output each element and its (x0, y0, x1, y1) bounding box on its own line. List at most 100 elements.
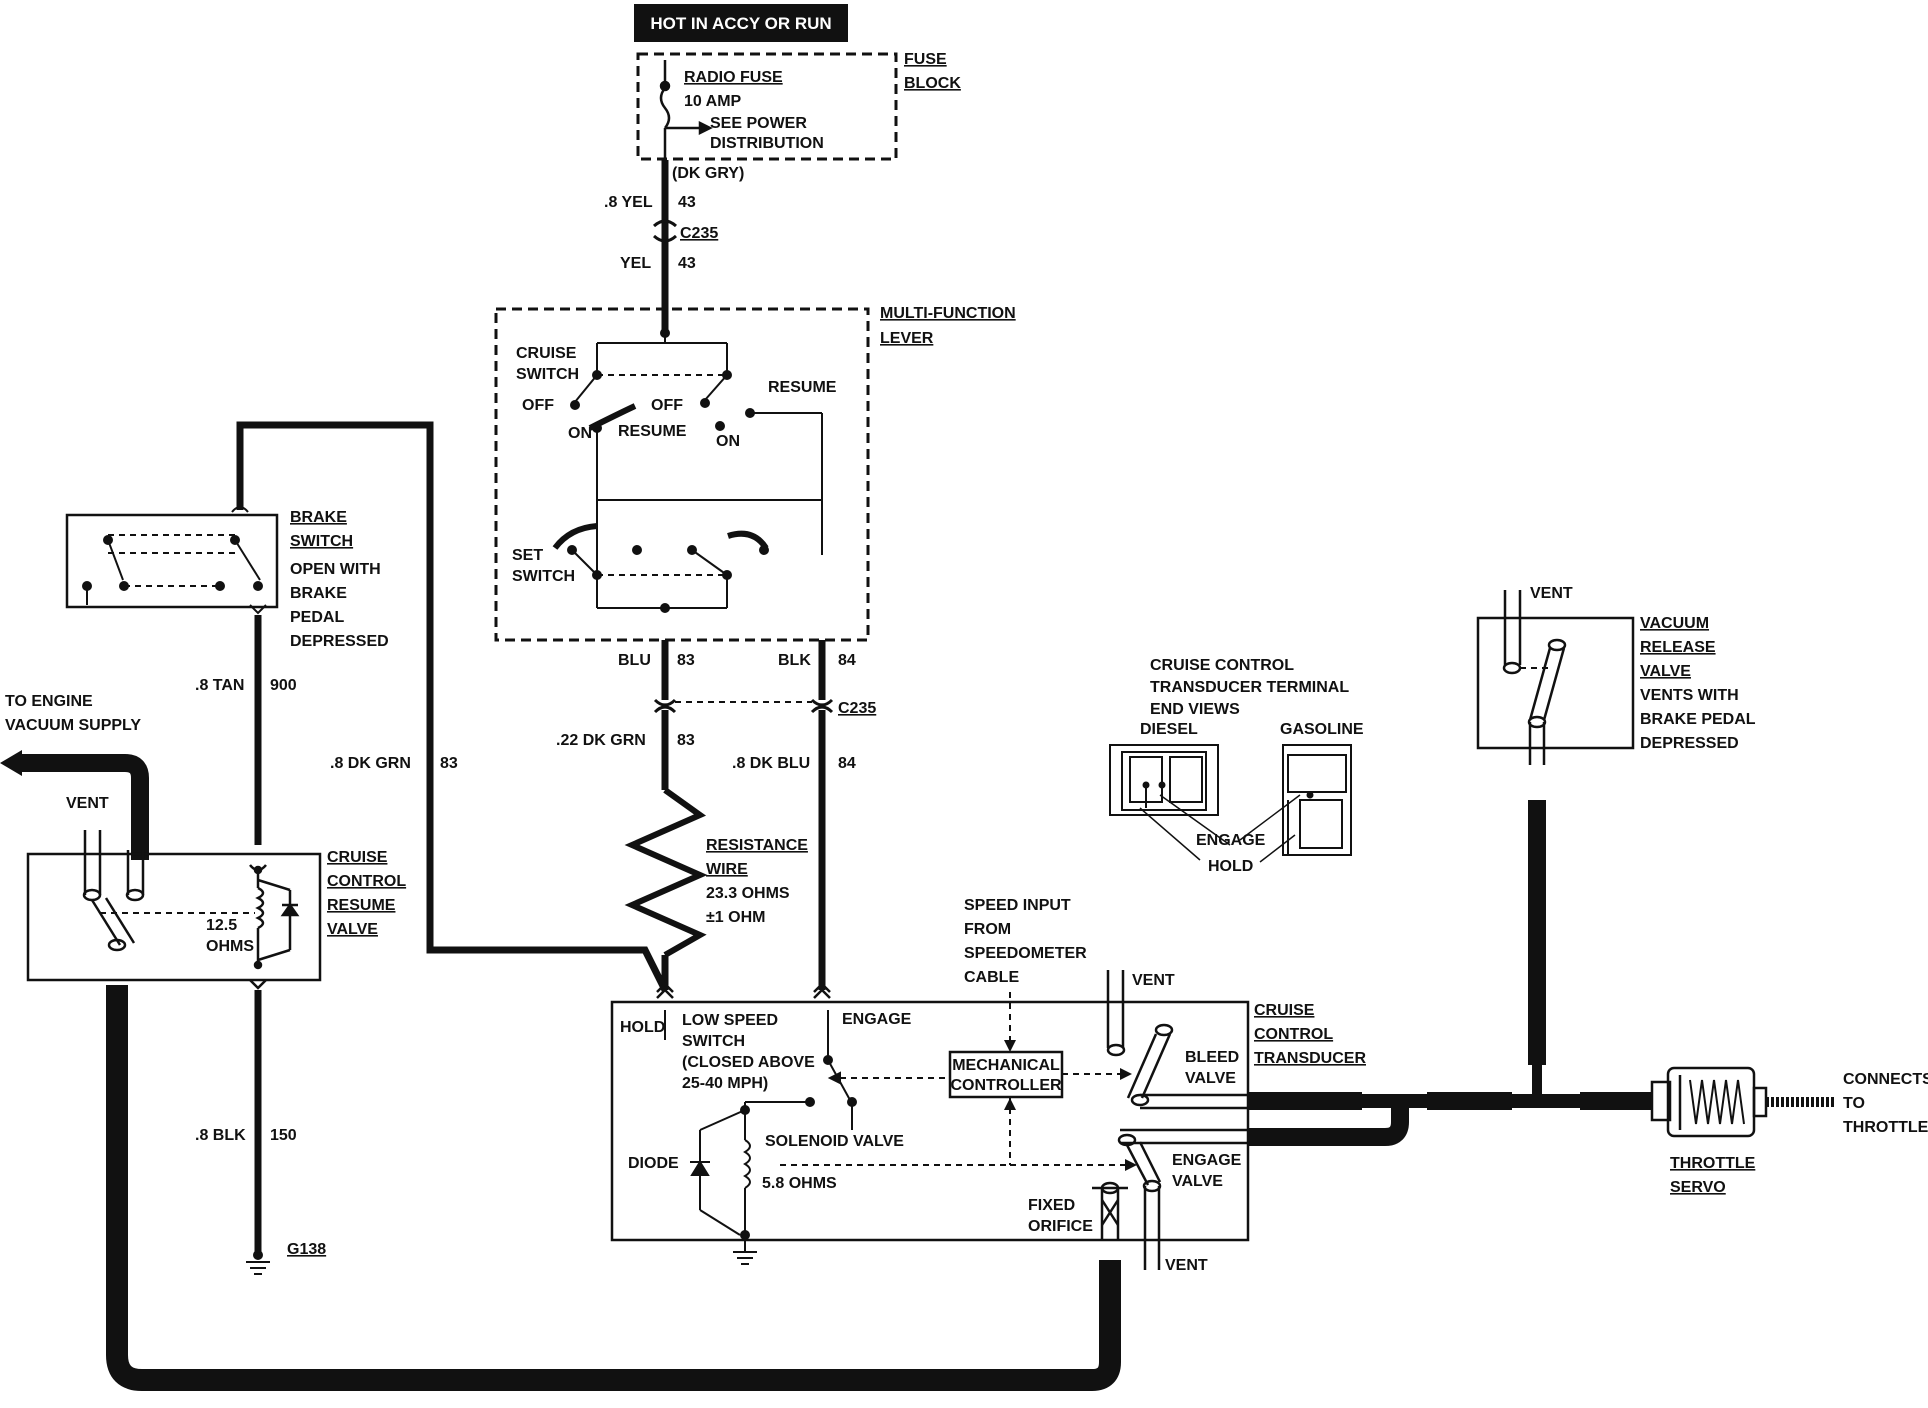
solenoid-diode-circuit (690, 1105, 757, 1265)
mechanical-label-1: MECHANICAL (952, 1057, 1060, 1074)
engage-valve-label-2: VALVE (1172, 1173, 1223, 1190)
set-switch-label-1: SET (512, 547, 543, 564)
set-switch-label-2: SWITCH (512, 568, 575, 585)
wire-blu-num: 83 (677, 652, 695, 669)
brake-switch-label-2: SWITCH (290, 533, 353, 550)
throttle-servo (1650, 1066, 1835, 1138)
connects-label-2: TO (1843, 1095, 1865, 1112)
fuse-rating-label: 10 AMP (684, 93, 742, 110)
vacuum-supply-hose (22, 754, 149, 860)
low-speed-label-3: (CLOSED ABOVE (682, 1054, 815, 1071)
throttle-servo-label-1: THROTTLE (1670, 1155, 1756, 1172)
vacuum-release-label-3: VALVE (1640, 663, 1691, 680)
multifunction-label-2: LEVER (880, 330, 934, 347)
speed-input-label-4: CABLE (964, 969, 1019, 986)
terminal-views-title-1: CRUISE CONTROL (1150, 657, 1294, 674)
wire-blk-label: BLK (778, 652, 811, 669)
vacuum-release-box (1476, 616, 1635, 750)
fuse-block-label-2: BLOCK (904, 75, 961, 92)
wire-grn-long-num: 83 (440, 755, 458, 772)
connector-c235-top-label: C235 (680, 225, 718, 242)
wire-blu-label: BLU (618, 652, 651, 669)
solenoid-to-engage-arrow (1125, 1159, 1137, 1171)
hot-banner (634, 4, 848, 42)
gasoline-connector-view (1282, 744, 1352, 856)
speed-input-label-3: SPEEDOMETER (964, 945, 1087, 962)
vacuum-release-internals (1502, 590, 1567, 765)
transducer-hold-label: HOLD (620, 1019, 665, 1036)
wire-grn-long-label: .8 DK GRN (330, 755, 411, 772)
radio-fuse-label: RADIO FUSE (684, 69, 783, 86)
brake-desc-1: OPEN WITH (290, 561, 381, 578)
wire-dk-grn-label: .22 DK GRN (556, 732, 646, 749)
wire-dk-gry-label: (DK GRY) (672, 165, 744, 182)
brake-desc-4: DEPRESSED (290, 633, 389, 650)
resume-valve-label-2: CONTROL (327, 873, 406, 890)
terminal-views-title-3: END VIEWS (1150, 701, 1240, 718)
vacuum-release-desc-3: DEPRESSED (1640, 735, 1739, 752)
bleed-valve-label-2: VALVE (1185, 1070, 1236, 1087)
vacuum-supply-arrow (0, 750, 22, 776)
resume-ohms-label-2: OHMS (206, 938, 254, 955)
resume-valve-box (26, 852, 322, 982)
hot-banner-label: HOT IN ACCY OR RUN (650, 14, 831, 33)
ground-g138-label: G138 (287, 1241, 326, 1258)
diesel-label: DIESEL (1140, 721, 1198, 738)
fuse-block-label-1: FUSE (904, 51, 947, 68)
on-right-label: ON (716, 433, 740, 450)
engage-valve-label-1: ENGAGE (1172, 1152, 1242, 1169)
vacuum-release-vent-label: VENT (1530, 585, 1573, 602)
speed-input-label-1: SPEED INPUT (964, 897, 1071, 914)
resistance-value-1: 23.3 OHMS (706, 885, 790, 902)
radio-fuse-symbol (659, 60, 713, 160)
terminal-pointer-lines (1139, 794, 1301, 863)
on-left-label: ON (568, 425, 592, 442)
wire-blk-num: 84 (838, 652, 856, 669)
low-speed-switch-wiring (664, 1010, 950, 1130)
to-engine-label-1: TO ENGINE (5, 693, 93, 710)
low-speed-label-4: 25-40 MPH) (682, 1075, 768, 1092)
terminal-hold-label: HOLD (1208, 858, 1253, 875)
see-power-label-2: DISTRIBUTION (710, 135, 824, 152)
transducer-label-3: TRANSDUCER (1254, 1050, 1366, 1067)
engage-vent-label: VENT (1165, 1257, 1208, 1274)
resume-valve-label-4: VALVE (327, 921, 378, 938)
engage-valve (1092, 1128, 1248, 1270)
resistance-wire-label-1: RESISTANCE (706, 837, 808, 854)
brake-desc-3: PEDAL (290, 609, 344, 626)
resume-ohms-label-1: 12.5 (206, 917, 237, 934)
wire-yel-num: 43 (678, 255, 696, 272)
cruise-switch-label-2: SWITCH (516, 366, 579, 383)
terminal-views-title-2: TRANSDUCER TERMINAL (1150, 679, 1349, 696)
transducer-engage-label: ENGAGE (842, 1011, 912, 1028)
multifunction-label-1: MULTI-FUNCTION (880, 305, 1016, 322)
cruise-switch-label-1: CRUISE (516, 345, 577, 362)
wire-yel-label: YEL (620, 255, 651, 272)
multifunction-switch-wiring (567, 328, 823, 613)
bleed-valve (1106, 970, 1248, 1110)
off-left-label: OFF (522, 397, 554, 414)
wire-dk-blu-label: .8 DK BLU (732, 755, 810, 772)
wire-yel-8-num: 43 (678, 194, 696, 211)
controller-up-arrow (1004, 1098, 1016, 1110)
transducer-label-2: CONTROL (1254, 1026, 1333, 1043)
resume-mid-label: RESUME (618, 423, 687, 440)
solenoid-ohms-label: 5.8 OHMS (762, 1175, 837, 1192)
wire-dk-blu-num: 84 (838, 755, 856, 772)
brake-desc-2: BRAKE (290, 585, 347, 602)
fuse-block-box (636, 52, 898, 161)
wire-blk-gnd-num: 150 (270, 1127, 297, 1144)
vacuum-release-desc-2: BRAKE PEDAL (1640, 711, 1756, 728)
connector-c235-mid-label: C235 (838, 700, 876, 717)
resume-valve-label-1: CRUISE (327, 849, 388, 866)
resume-valve-label-3: RESUME (327, 897, 396, 914)
speed-input-arrowhead (1004, 1040, 1016, 1052)
low-speed-label-1: LOW SPEED (682, 1012, 778, 1029)
resume-right-label: RESUME (768, 379, 837, 396)
brake-switch-box (65, 513, 279, 609)
vacuum-release-label-2: RELEASE (1640, 639, 1716, 656)
connector-c235-mid (653, 698, 834, 714)
diode-label: DIODE (628, 1155, 679, 1172)
transducer-terminals (656, 982, 831, 999)
